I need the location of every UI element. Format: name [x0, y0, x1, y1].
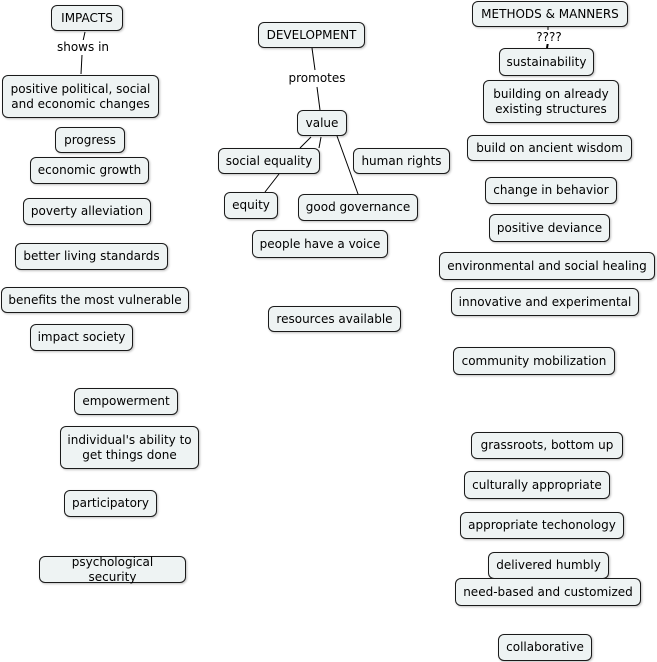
concept-ancient-wisdom[interactable]: build on ancient wisdom: [467, 135, 632, 161]
concept-participatory[interactable]: participatory: [64, 490, 157, 517]
concept-grassroots[interactable]: grassroots, bottom up: [471, 432, 623, 459]
concept-impacts[interactable]: IMPACTS: [51, 5, 123, 31]
link-development-promotes: [311, 47, 316, 71]
link-value-human-rights: [336, 135, 359, 195]
link-label-shows-in: shows in: [54, 40, 112, 54]
link-label-unknown: ????: [533, 30, 565, 44]
link-shows-in-changes: [80, 54, 83, 75]
concept-economic-growth[interactable]: economic growth: [30, 157, 149, 184]
concept-methods[interactable]: METHODS & MANNERS: [472, 1, 628, 27]
concept-collaborative[interactable]: collaborative: [498, 634, 592, 661]
concept-value[interactable]: value: [297, 110, 347, 136]
concept-benefits-vulnerable[interactable]: benefits the most vulnerable: [1, 287, 189, 313]
concept-behavior-change[interactable]: change in behavior: [485, 177, 617, 204]
link-social-equality-equity: [264, 173, 280, 193]
concept-delivered-humbly[interactable]: delivered humbly: [488, 552, 609, 579]
concept-healing[interactable]: environmental and social healing: [439, 252, 655, 280]
link-label-promotes: promotes: [286, 71, 348, 85]
concept-positive-deviance[interactable]: positive deviance: [489, 214, 610, 242]
concept-psychological-security[interactable]: psychological security: [39, 555, 186, 584]
concept-innovative[interactable]: innovative and experimental: [451, 288, 639, 316]
concept-appropriate-technology[interactable]: appropriate techonology: [460, 512, 624, 539]
concept-people-voice[interactable]: people have a voice: [252, 230, 388, 258]
concept-culturally-appropriate[interactable]: culturally appropriate: [464, 471, 610, 499]
concept-social-equality[interactable]: social equality: [218, 148, 320, 174]
concept-living-standards[interactable]: better living standards: [15, 243, 168, 270]
link-value-good-governance: [318, 136, 322, 149]
concept-equity[interactable]: equity: [224, 192, 278, 219]
concept-need-based[interactable]: need-based and customized: [455, 578, 641, 606]
concept-community-mobilization[interactable]: community mobilization: [453, 347, 615, 375]
concept-impact-society[interactable]: impact society: [30, 324, 133, 351]
concept-progress[interactable]: progress: [55, 127, 125, 153]
concept-good-governance[interactable]: good governance: [298, 194, 418, 221]
concept-empowerment[interactable]: empowerment: [74, 388, 178, 415]
link-promotes-value: [316, 86, 321, 111]
concept-sustainability[interactable]: sustainability: [499, 48, 594, 76]
link-value-social-equality: [299, 136, 312, 149]
link-impacts-shows-in: [82, 31, 86, 42]
concept-resources-available[interactable]: resources available: [268, 306, 401, 332]
concept-existing-structures[interactable]: building on already existing structures: [483, 80, 619, 123]
concept-human-rights[interactable]: human rights: [353, 148, 450, 174]
concept-individual-ability[interactable]: individual's ability to get things done: [60, 426, 199, 469]
concept-development[interactable]: DEVELOPMENT: [258, 22, 365, 48]
concept-positive-changes[interactable]: positive political, social and economic …: [2, 75, 159, 118]
concept-poverty-alleviation[interactable]: poverty alleviation: [23, 198, 151, 225]
